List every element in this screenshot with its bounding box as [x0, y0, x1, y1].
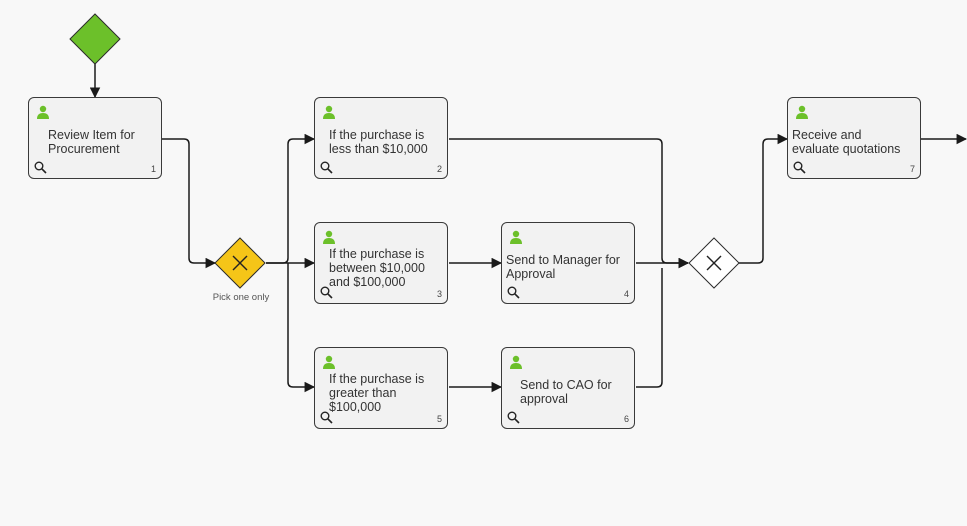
- task-send-to-cao[interactable]: Send to CAO for approval 6: [501, 347, 635, 429]
- exclusive-gateway-merge[interactable]: [688, 237, 740, 289]
- task-label: Send to CAO for approval: [520, 378, 612, 406]
- user-icon: [37, 105, 49, 119]
- task-number: 2: [436, 164, 442, 174]
- task-between-10000-100000[interactable]: If the purchase is between $10,000 and $…: [314, 222, 448, 304]
- task-number: 3: [436, 289, 442, 299]
- task-number: 6: [623, 414, 629, 424]
- task-number: 4: [623, 289, 629, 299]
- flow-split-to-task2: [266, 133, 316, 264]
- task-greater-than-100000[interactable]: If the purchase is greater than $100,000…: [314, 347, 448, 429]
- magnifier-icon[interactable]: [507, 286, 520, 299]
- task-label: Review Item for Procurement: [48, 128, 135, 156]
- task-send-to-manager[interactable]: Send to Manager for Approval 4: [501, 222, 635, 304]
- flow-merge-to-task7: [739, 133, 789, 264]
- task-label: Receive and evaluate quotations: [792, 128, 901, 156]
- task-number: 1: [150, 164, 156, 174]
- task-number: 5: [436, 414, 442, 424]
- x-mark-icon: [232, 255, 248, 271]
- user-icon: [323, 230, 335, 244]
- task-label: If the purchase is between $10,000 and $…: [329, 247, 425, 289]
- x-mark-icon: [706, 255, 722, 271]
- flow-split-to-task5: [287, 263, 316, 393]
- exclusive-gateway-split[interactable]: [214, 237, 266, 289]
- task-less-than-10000[interactable]: If the purchase is less than $10,000 2: [314, 97, 448, 179]
- task-review-item[interactable]: Review Item for Procurement 1: [28, 97, 162, 179]
- task-number: 7: [909, 164, 915, 174]
- user-icon: [323, 355, 335, 369]
- magnifier-icon[interactable]: [34, 161, 47, 174]
- user-icon: [510, 230, 522, 244]
- magnifier-icon[interactable]: [320, 286, 333, 299]
- magnifier-icon[interactable]: [507, 411, 520, 424]
- magnifier-icon[interactable]: [320, 411, 333, 424]
- task-label: If the purchase is greater than $100,000: [329, 372, 425, 414]
- start-event[interactable]: [69, 13, 121, 65]
- flow-review-to-split: [162, 138, 217, 269]
- task-label: Send to Manager for Approval: [506, 253, 620, 281]
- magnifier-icon[interactable]: [320, 161, 333, 174]
- magnifier-icon[interactable]: [793, 161, 806, 174]
- task-label: If the purchase is less than $10,000: [329, 128, 428, 156]
- user-icon: [510, 355, 522, 369]
- user-icon: [323, 105, 335, 119]
- user-icon: [796, 105, 808, 119]
- gateway-caption: Pick one only: [212, 292, 270, 303]
- task-receive-quotations[interactable]: Receive and evaluate quotations 7: [787, 97, 921, 179]
- flow-task6-to-merge: [636, 268, 663, 388]
